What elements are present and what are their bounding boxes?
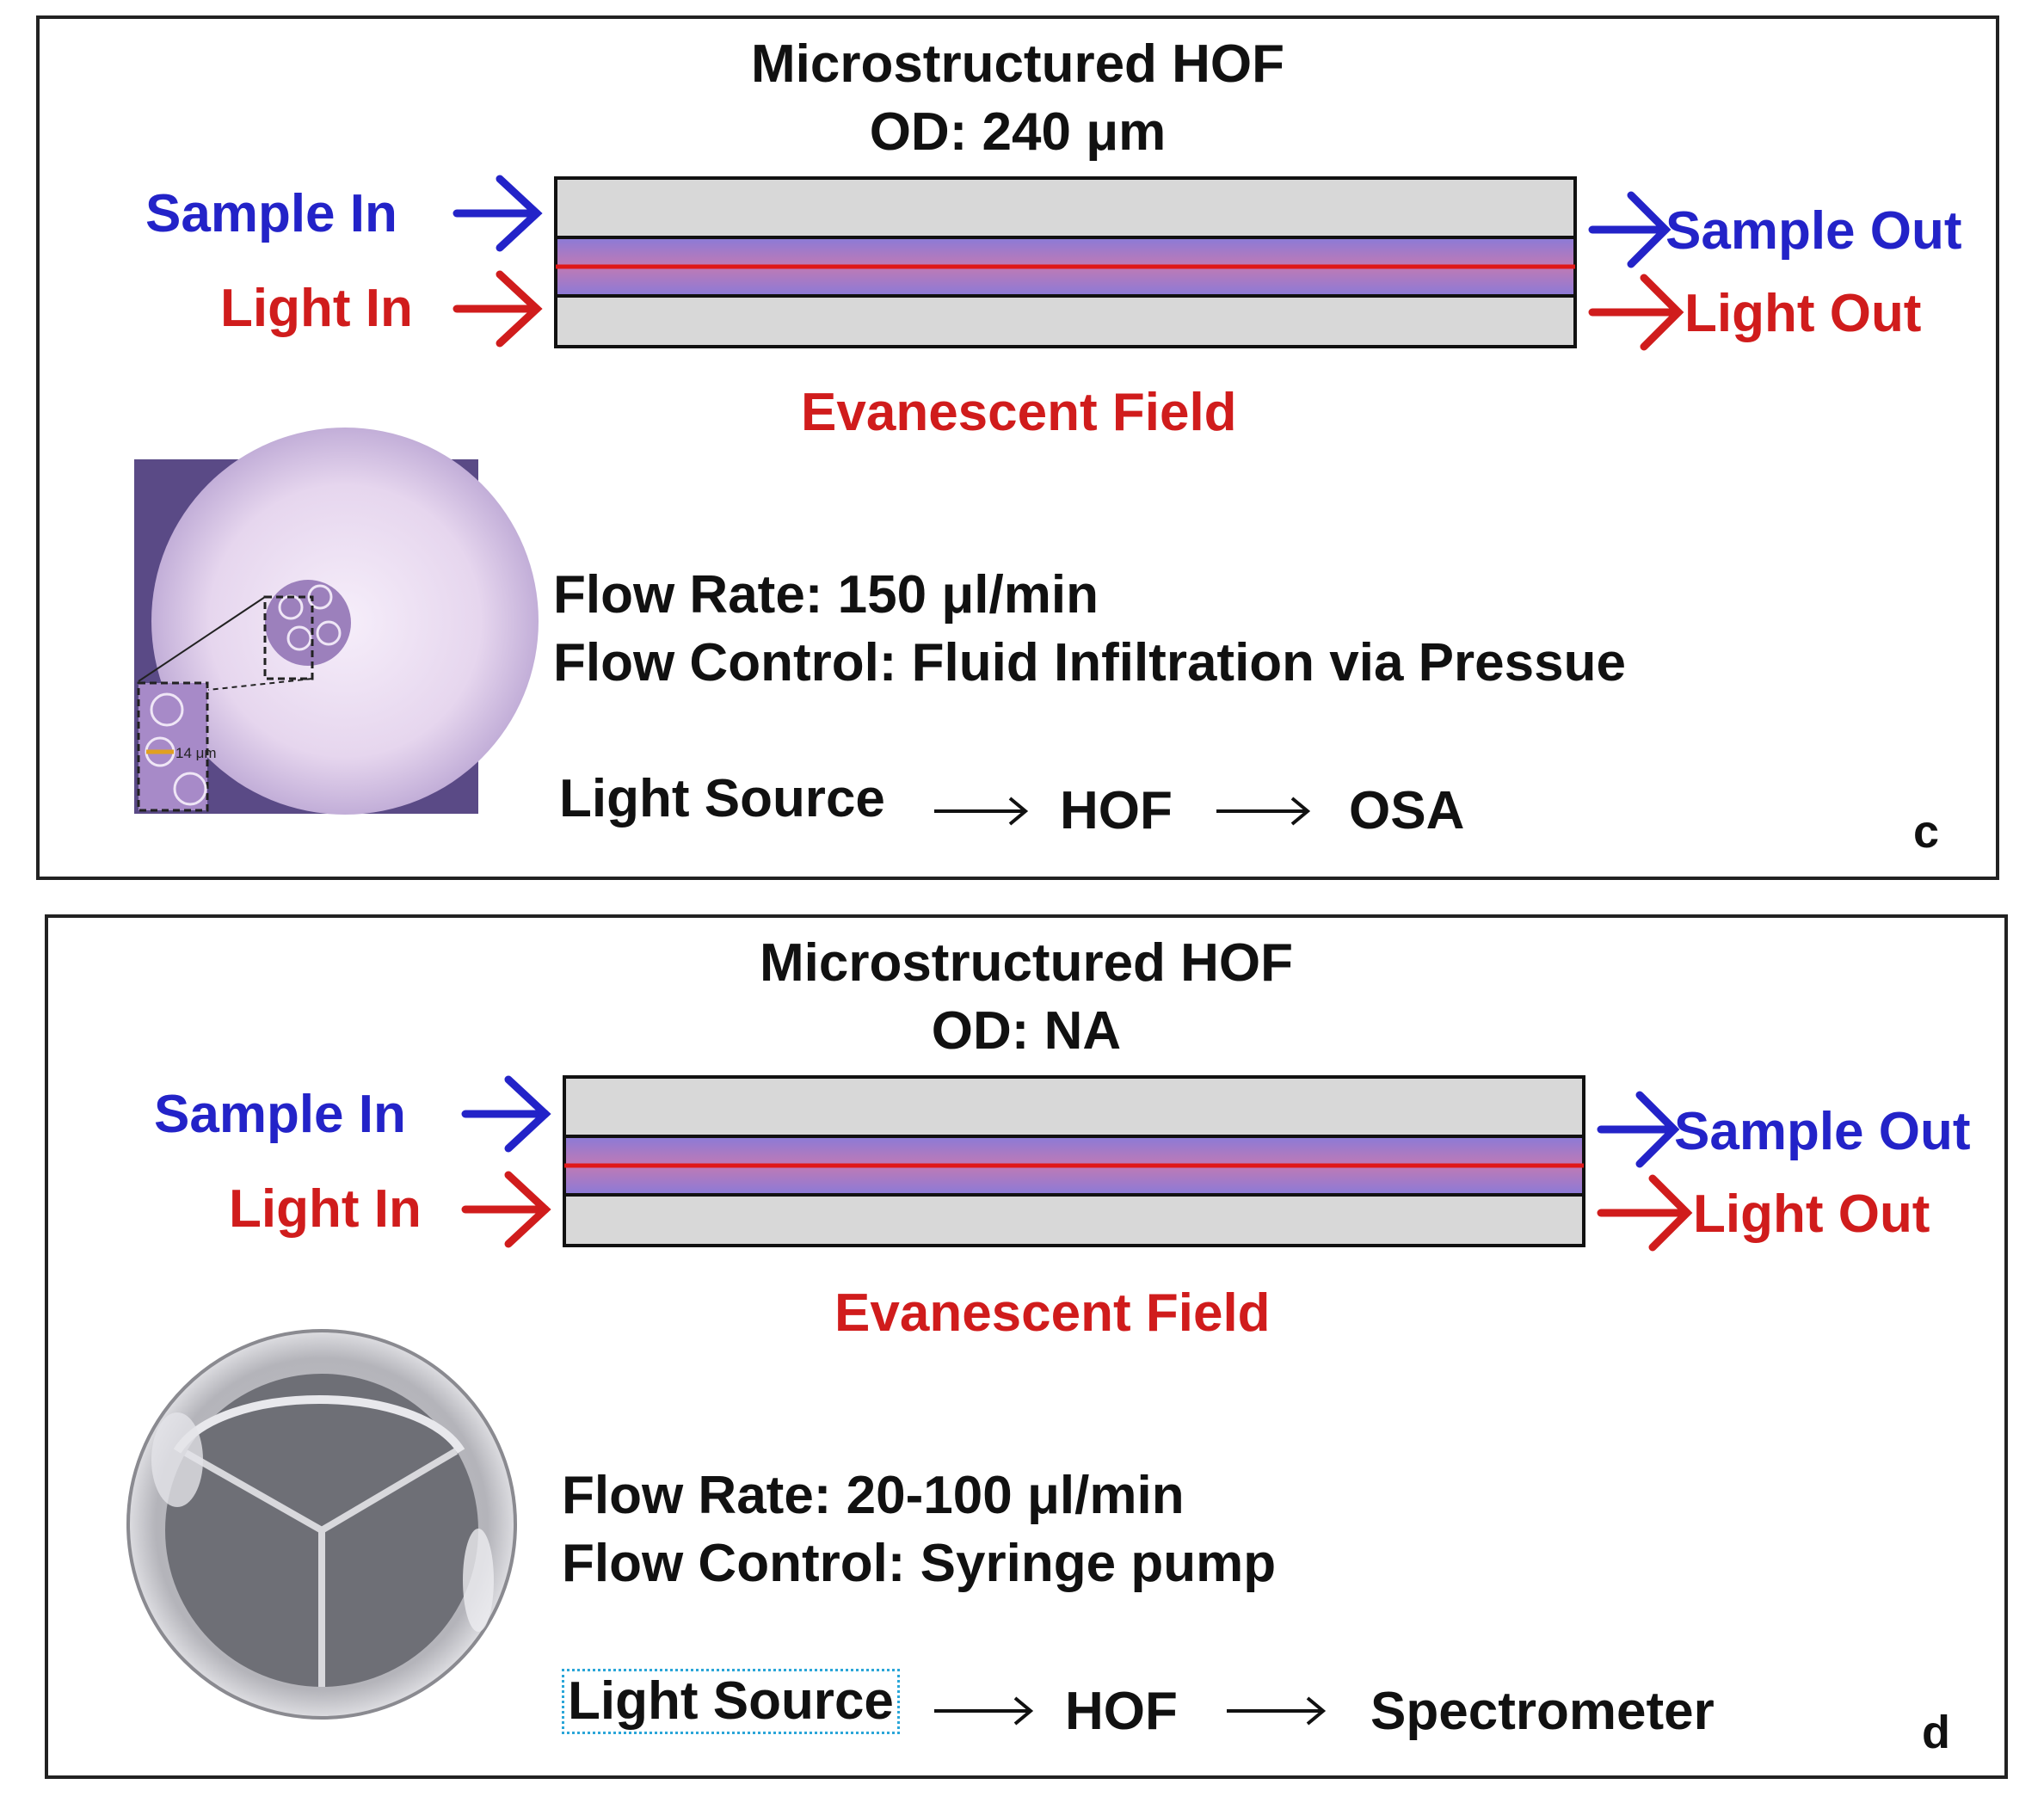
chain-osa: OSA xyxy=(1349,781,1465,840)
chain-hof: HOF xyxy=(1065,1682,1178,1741)
evanescent-field-label: Evanescent Field xyxy=(801,383,1237,442)
sample-in-label: Sample In xyxy=(145,184,397,243)
sample-out-label: Sample Out xyxy=(1674,1102,1971,1161)
flow-rate: Flow Rate: 20-100 μl/min xyxy=(562,1466,1185,1525)
light-in-arrow xyxy=(461,1171,551,1248)
panel-letter: c xyxy=(1913,806,1940,858)
panel-title: Microstructured HOF xyxy=(750,34,1285,94)
fiber-micrograph-d xyxy=(126,1329,517,1720)
panel-c-graphics xyxy=(134,175,1684,826)
panel-d: Microstructured HOF OD: NA Sample In Lig… xyxy=(45,914,2008,1779)
chain-arrow-2 xyxy=(1227,1696,1327,1726)
chain-light-source: Light Source xyxy=(559,769,885,828)
chain-arrow-1 xyxy=(934,797,1029,826)
outer-diameter: OD: 240 μm xyxy=(869,102,1167,162)
light-in-label: Light In xyxy=(229,1179,422,1239)
chain-arrow-2 xyxy=(1216,797,1311,826)
panel-c: Microstructured HOF OD: 240 μm Sample In… xyxy=(36,15,1999,880)
sample-out-label: Sample Out xyxy=(1665,201,1962,261)
sample-out-arrow xyxy=(1597,1091,1680,1168)
outer-diameter: OD: NA xyxy=(931,1001,1122,1061)
flow-rate: Flow Rate: 150 μl/min xyxy=(553,565,1099,625)
sample-in-arrow xyxy=(453,175,543,252)
light-out-arrow xyxy=(1597,1174,1693,1252)
micrograph-scale-label: 14 μm xyxy=(175,745,217,761)
evanescent-field-label: Evanescent Field xyxy=(834,1283,1271,1343)
fiber-micrograph-c xyxy=(134,428,539,815)
chain-spectrometer: Spectrometer xyxy=(1370,1682,1715,1741)
panel-title: Microstructured HOF xyxy=(759,933,1294,993)
sample-in-label: Sample In xyxy=(154,1085,406,1144)
chain-hof: HOF xyxy=(1060,781,1173,840)
light-out-arrow xyxy=(1588,274,1684,351)
light-out-label: Light Out xyxy=(1684,284,1922,343)
chain-arrow-1 xyxy=(934,1696,1034,1726)
sample-out-arrow xyxy=(1588,191,1672,268)
flow-control: Flow Control: Fluid Infiltration via Pre… xyxy=(553,633,1626,692)
panel-d-graphics xyxy=(126,1075,1693,1726)
chain-light-source: Light Source xyxy=(562,1669,900,1734)
light-out-label: Light Out xyxy=(1693,1184,1930,1244)
light-in-label: Light In xyxy=(220,279,413,338)
panel-letter: d xyxy=(1922,1707,1950,1758)
light-in-arrow xyxy=(453,270,543,348)
flow-control: Flow Control: Syringe pump xyxy=(562,1534,1277,1593)
sample-in-arrow xyxy=(461,1075,551,1153)
